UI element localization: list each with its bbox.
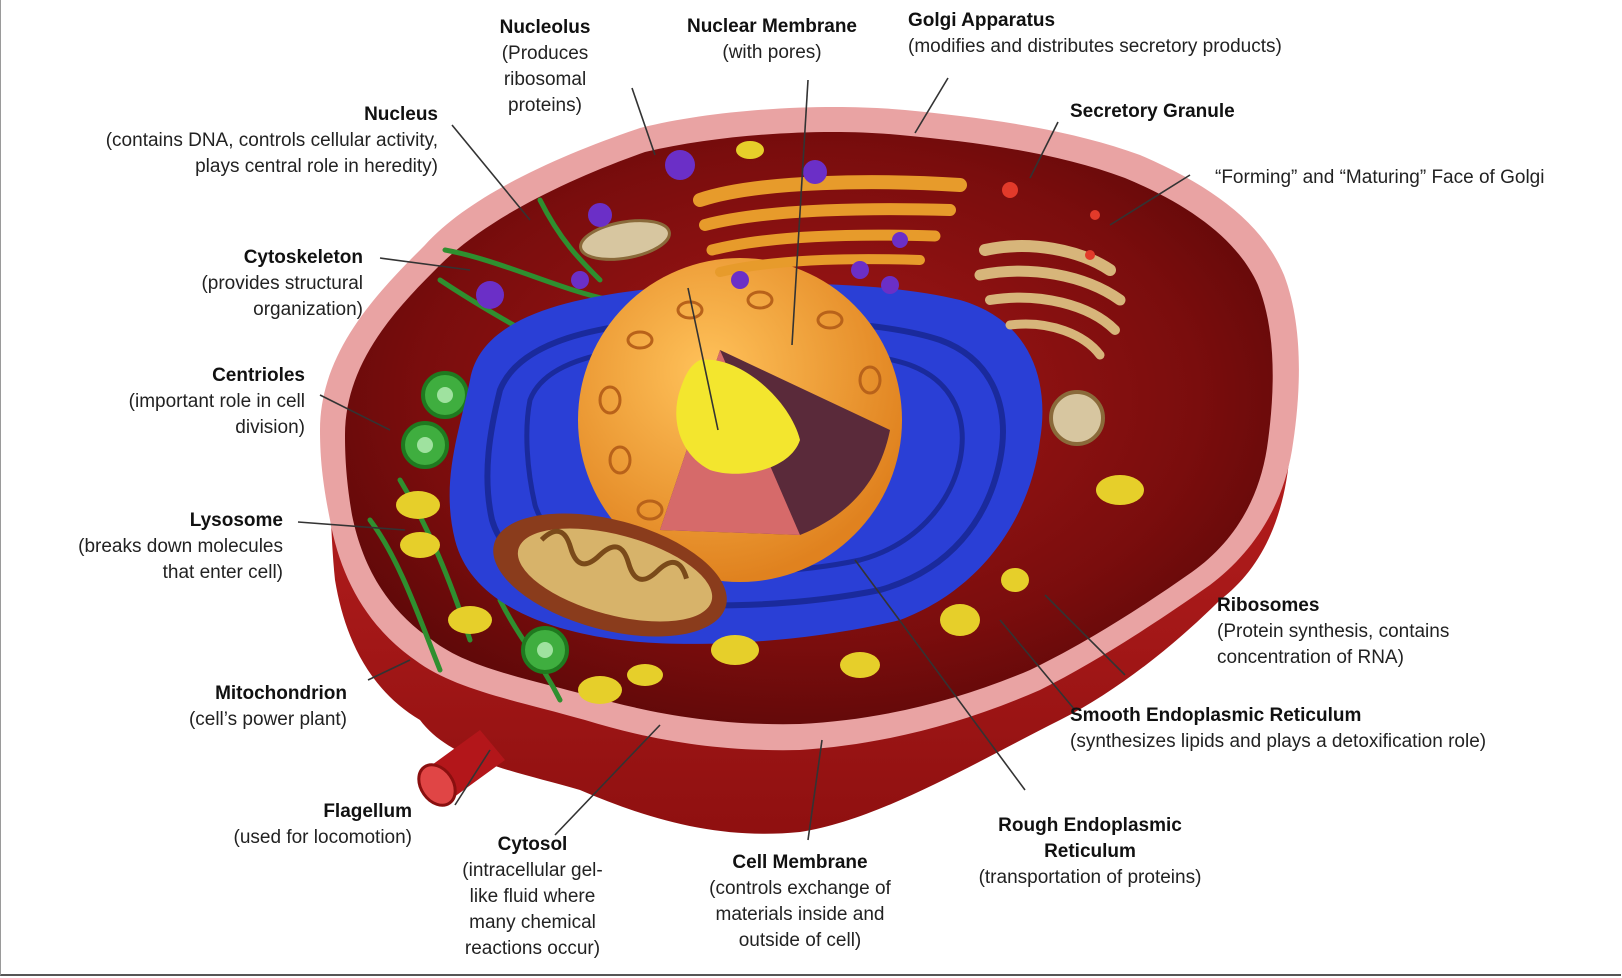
flagellum-title: Flagellum [323,801,412,822]
cell-membrane-desc-1: (controls exchange of [709,878,891,899]
label-cytosol: Cytosol (intracellular gel- like fluid w… [440,832,625,962]
label-secretory-granule: Secretory Granule [1070,99,1235,125]
flagellum-desc: (used for locomotion) [233,827,412,848]
label-nuclear-membrane: Nuclear Membrane (with pores) [662,14,882,66]
cytosol-desc-1: (intracellular gel- [462,860,603,881]
flagellum-shape [417,730,505,807]
label-flagellum: Flagellum (used for locomotion) [170,799,412,851]
cytoskeleton-desc-1: (provides structural [201,273,363,294]
centrioles-desc-1: (important role in cell [128,391,305,412]
secretory-granule-title: Secretory Granule [1070,101,1235,122]
label-cytoskeleton: Cytoskeleton (provides structural organi… [100,245,363,323]
nucleolus-shape [676,359,800,474]
mitochondrion-shape [493,513,727,637]
lysosome-title: Lysosome [189,510,283,531]
label-lysosome: Lysosome (breaks down molecules that ent… [30,508,283,586]
golgi-title: Golgi Apparatus [908,10,1056,31]
smooth-er-desc: (synthesizes lipids and plays a detoxifi… [1070,731,1487,752]
rough-er-title: Rough Endoplasmic [998,815,1182,836]
label-golgi-apparatus: Golgi Apparatus (modifies and distribute… [908,8,1282,60]
rough-er-title-2: Reticulum [1044,841,1136,862]
nucleus-desc-1: (contains DNA, controls cellular activit… [105,130,438,151]
label-rough-er: Rough Endoplasmic Reticulum (transportat… [955,813,1225,891]
cytosol-desc-4: reactions occur) [464,938,601,959]
centrioles-desc-2: division) [235,417,305,438]
mitochondrion-title: Mitochondrion [215,683,347,704]
label-nucleus: Nucleus (contains DNA, controls cellular… [40,102,438,180]
lysosome-desc-1: (breaks down molecules [78,536,283,557]
lysosome-desc-2: that enter cell) [162,562,283,583]
cell-membrane-desc-3: outside of cell) [738,930,862,951]
nucleus-title: Nucleus [364,104,438,125]
golgi-maturing-face-shape [974,240,1126,360]
cytosol-title: Cytosol [497,834,568,855]
leader-lines [297,77,1191,841]
cytosol-desc-2: like fluid where [469,886,596,907]
cytoskeleton-desc-2: organization) [253,299,363,320]
mitochondrion-desc: (cell’s power plant) [188,709,347,730]
nucleolus-title: Nucleolus [499,17,591,38]
label-nucleolus: Nucleolus (Produces ribosomal proteins) [470,15,620,119]
nucleolus-desc-1: (Produces [501,43,589,64]
golgi-desc: (modifies and distributes secretory prod… [908,36,1282,57]
centrioles-shape [401,371,569,674]
nucleolus-desc-3: proteins) [508,95,582,116]
cytosol-desc-3: many chemical [469,912,596,933]
smooth-er-title: Smooth Endoplasmic Reticulum [1070,705,1362,726]
nucleolus-desc-2: ribosomal [503,69,587,90]
label-centrioles: Centrioles (important role in cell divis… [60,363,305,441]
vesicle-shapes [476,150,908,309]
nuclear-membrane-desc: (with pores) [722,42,822,63]
cytoskeleton-title: Cytoskeleton [243,247,363,268]
cell-membrane-title: Cell Membrane [732,852,868,873]
ribosomes-title: Ribosomes [1217,595,1320,616]
rough-er-desc: (transportation of proteins) [978,867,1202,888]
label-cell-membrane: Cell Membrane (controls exchange of mate… [690,850,910,954]
cell-membrane-desc-2: materials inside and [715,904,885,925]
ribosomes-desc-2: concentration of RNA) [1217,647,1404,668]
golgi-apparatus-shape [693,175,967,277]
label-smooth-er: Smooth Endoplasmic Reticulum (synthesize… [1070,703,1486,755]
nuclear-membrane-title: Nuclear Membrane [686,16,857,37]
peroxisome-shape [1049,390,1105,446]
centrioles-title: Centrioles [212,365,305,386]
secretory-granule-shapes [1002,182,1100,260]
lysosome-shapes [396,141,1144,704]
nucleus-desc-2: plays central role in heredity) [195,156,438,177]
ribosomes-desc-1: (Protein synthesis, contains [1217,621,1450,642]
label-golgi-faces: “Forming” and “Maturing” Face of Golgi [1215,165,1544,191]
label-ribosomes: Ribosomes (Protein synthesis, contains c… [1217,593,1449,671]
golgi-faces-desc: “Forming” and “Maturing” Face of Golgi [1215,167,1545,188]
label-mitochondrion: Mitochondrion (cell’s power plant) [130,681,347,733]
small-mitochondrion-shape [579,219,671,261]
